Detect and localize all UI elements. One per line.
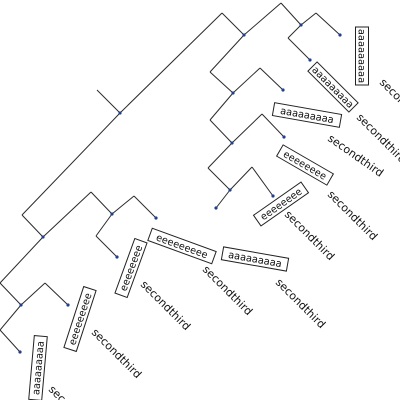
tree-node xyxy=(230,141,234,145)
tree-node xyxy=(281,88,285,92)
leaf-box: aaaaaaaaa xyxy=(307,61,359,113)
tree-edge xyxy=(111,195,135,215)
tree-edge xyxy=(261,113,285,138)
tree-edge xyxy=(133,195,157,219)
leaf-box-frame xyxy=(307,61,359,113)
tree-edge xyxy=(0,304,22,331)
tree-edge xyxy=(232,67,261,94)
tree-node xyxy=(282,135,286,139)
tree-edge xyxy=(209,119,233,144)
tree-node xyxy=(18,350,22,354)
tree-node xyxy=(231,91,235,95)
tree-edge xyxy=(207,167,231,191)
tree-edge xyxy=(215,189,231,209)
leaf-label: aaaaaaaaa xyxy=(309,65,355,111)
tree-edge xyxy=(0,236,44,284)
tree-edge xyxy=(119,12,223,114)
leaf-sublabel: seco xyxy=(46,383,73,400)
tree-edge xyxy=(287,37,311,61)
leaf-box: aaaaaaaaa xyxy=(355,26,369,86)
tree-edge xyxy=(0,282,22,306)
tree-node xyxy=(338,33,342,37)
tree-node xyxy=(308,58,312,62)
tree-edge xyxy=(95,213,113,237)
tree-node xyxy=(214,206,218,210)
leaf-box: aaaaaaaaa xyxy=(28,335,48,400)
tree-edge xyxy=(229,166,253,191)
leaf-box: aaaaaaaaa xyxy=(271,102,343,128)
tree-edge xyxy=(209,92,234,121)
tree-node xyxy=(242,33,246,37)
leaf-box-frame xyxy=(355,26,369,86)
leaf-sublabel: secondthird xyxy=(282,208,337,263)
tree-edge xyxy=(90,191,113,215)
tree-node xyxy=(228,188,232,192)
tree-node xyxy=(299,23,303,27)
tree-node xyxy=(154,216,158,220)
leaf-box-frame xyxy=(252,181,310,227)
tree-edge xyxy=(0,329,21,353)
tree-edge xyxy=(207,142,233,169)
leaf-sublabel: secondthird xyxy=(138,278,193,333)
tree-edge xyxy=(280,2,302,26)
leaf-sublabel: secondthird xyxy=(200,263,255,318)
tree-edge xyxy=(20,282,46,306)
leaf-label: aaaaaaaaa xyxy=(356,29,367,83)
tree-edge xyxy=(231,113,263,144)
tree-node xyxy=(110,212,114,216)
leaf-box: aaaaaaaaa xyxy=(220,246,290,272)
tree-edge xyxy=(209,34,245,73)
tree-node xyxy=(41,235,45,239)
tree-edge xyxy=(315,12,341,36)
tree-edge xyxy=(209,71,234,94)
tree-node xyxy=(19,303,23,307)
tree-edge xyxy=(251,166,274,197)
leaf-box-frame xyxy=(275,144,335,186)
tree-edge xyxy=(21,112,121,216)
leaf-sublabel: secondthird xyxy=(89,326,144,381)
leaf-box-frame xyxy=(63,285,97,353)
tree-edge xyxy=(42,191,92,238)
leaf-label: eeeeeeee xyxy=(281,149,328,183)
leaf-sublabel: secondthird xyxy=(273,276,328,331)
leaf-sublabel: secondthird xyxy=(325,188,380,243)
tree-node xyxy=(118,111,122,115)
tree-node xyxy=(66,303,70,307)
tree-edge xyxy=(96,89,121,114)
tree-edge xyxy=(21,214,44,238)
leaf-box: eeeeeeeee xyxy=(63,285,97,353)
leaf-sublabel: secondthird xyxy=(377,76,400,131)
leaf-box: eeeeeeee xyxy=(275,144,335,186)
tree-edge xyxy=(259,67,284,91)
leaf-box-frame xyxy=(220,246,290,272)
tree-edge xyxy=(44,282,69,306)
leaf-box: eeeeeeeee xyxy=(147,227,217,265)
leaf-box-frame xyxy=(114,237,148,299)
tree-edges xyxy=(0,2,341,353)
tree-edge xyxy=(95,235,118,258)
tree-node xyxy=(115,255,119,259)
tree-node xyxy=(271,194,275,198)
tree-nodes xyxy=(18,23,342,354)
tree-leaf-labels: aaaaaaaaasecondthirdaaaaaaaaasecondthird… xyxy=(28,26,400,400)
leaf-label: aaaaaaaaa xyxy=(31,341,47,396)
tree-edge xyxy=(287,24,302,39)
tree-edge xyxy=(243,2,282,36)
leaf-box-frame xyxy=(271,102,343,128)
leaf-box-frame xyxy=(147,227,217,265)
tree-edge xyxy=(221,12,245,36)
tree-edge xyxy=(300,12,317,26)
